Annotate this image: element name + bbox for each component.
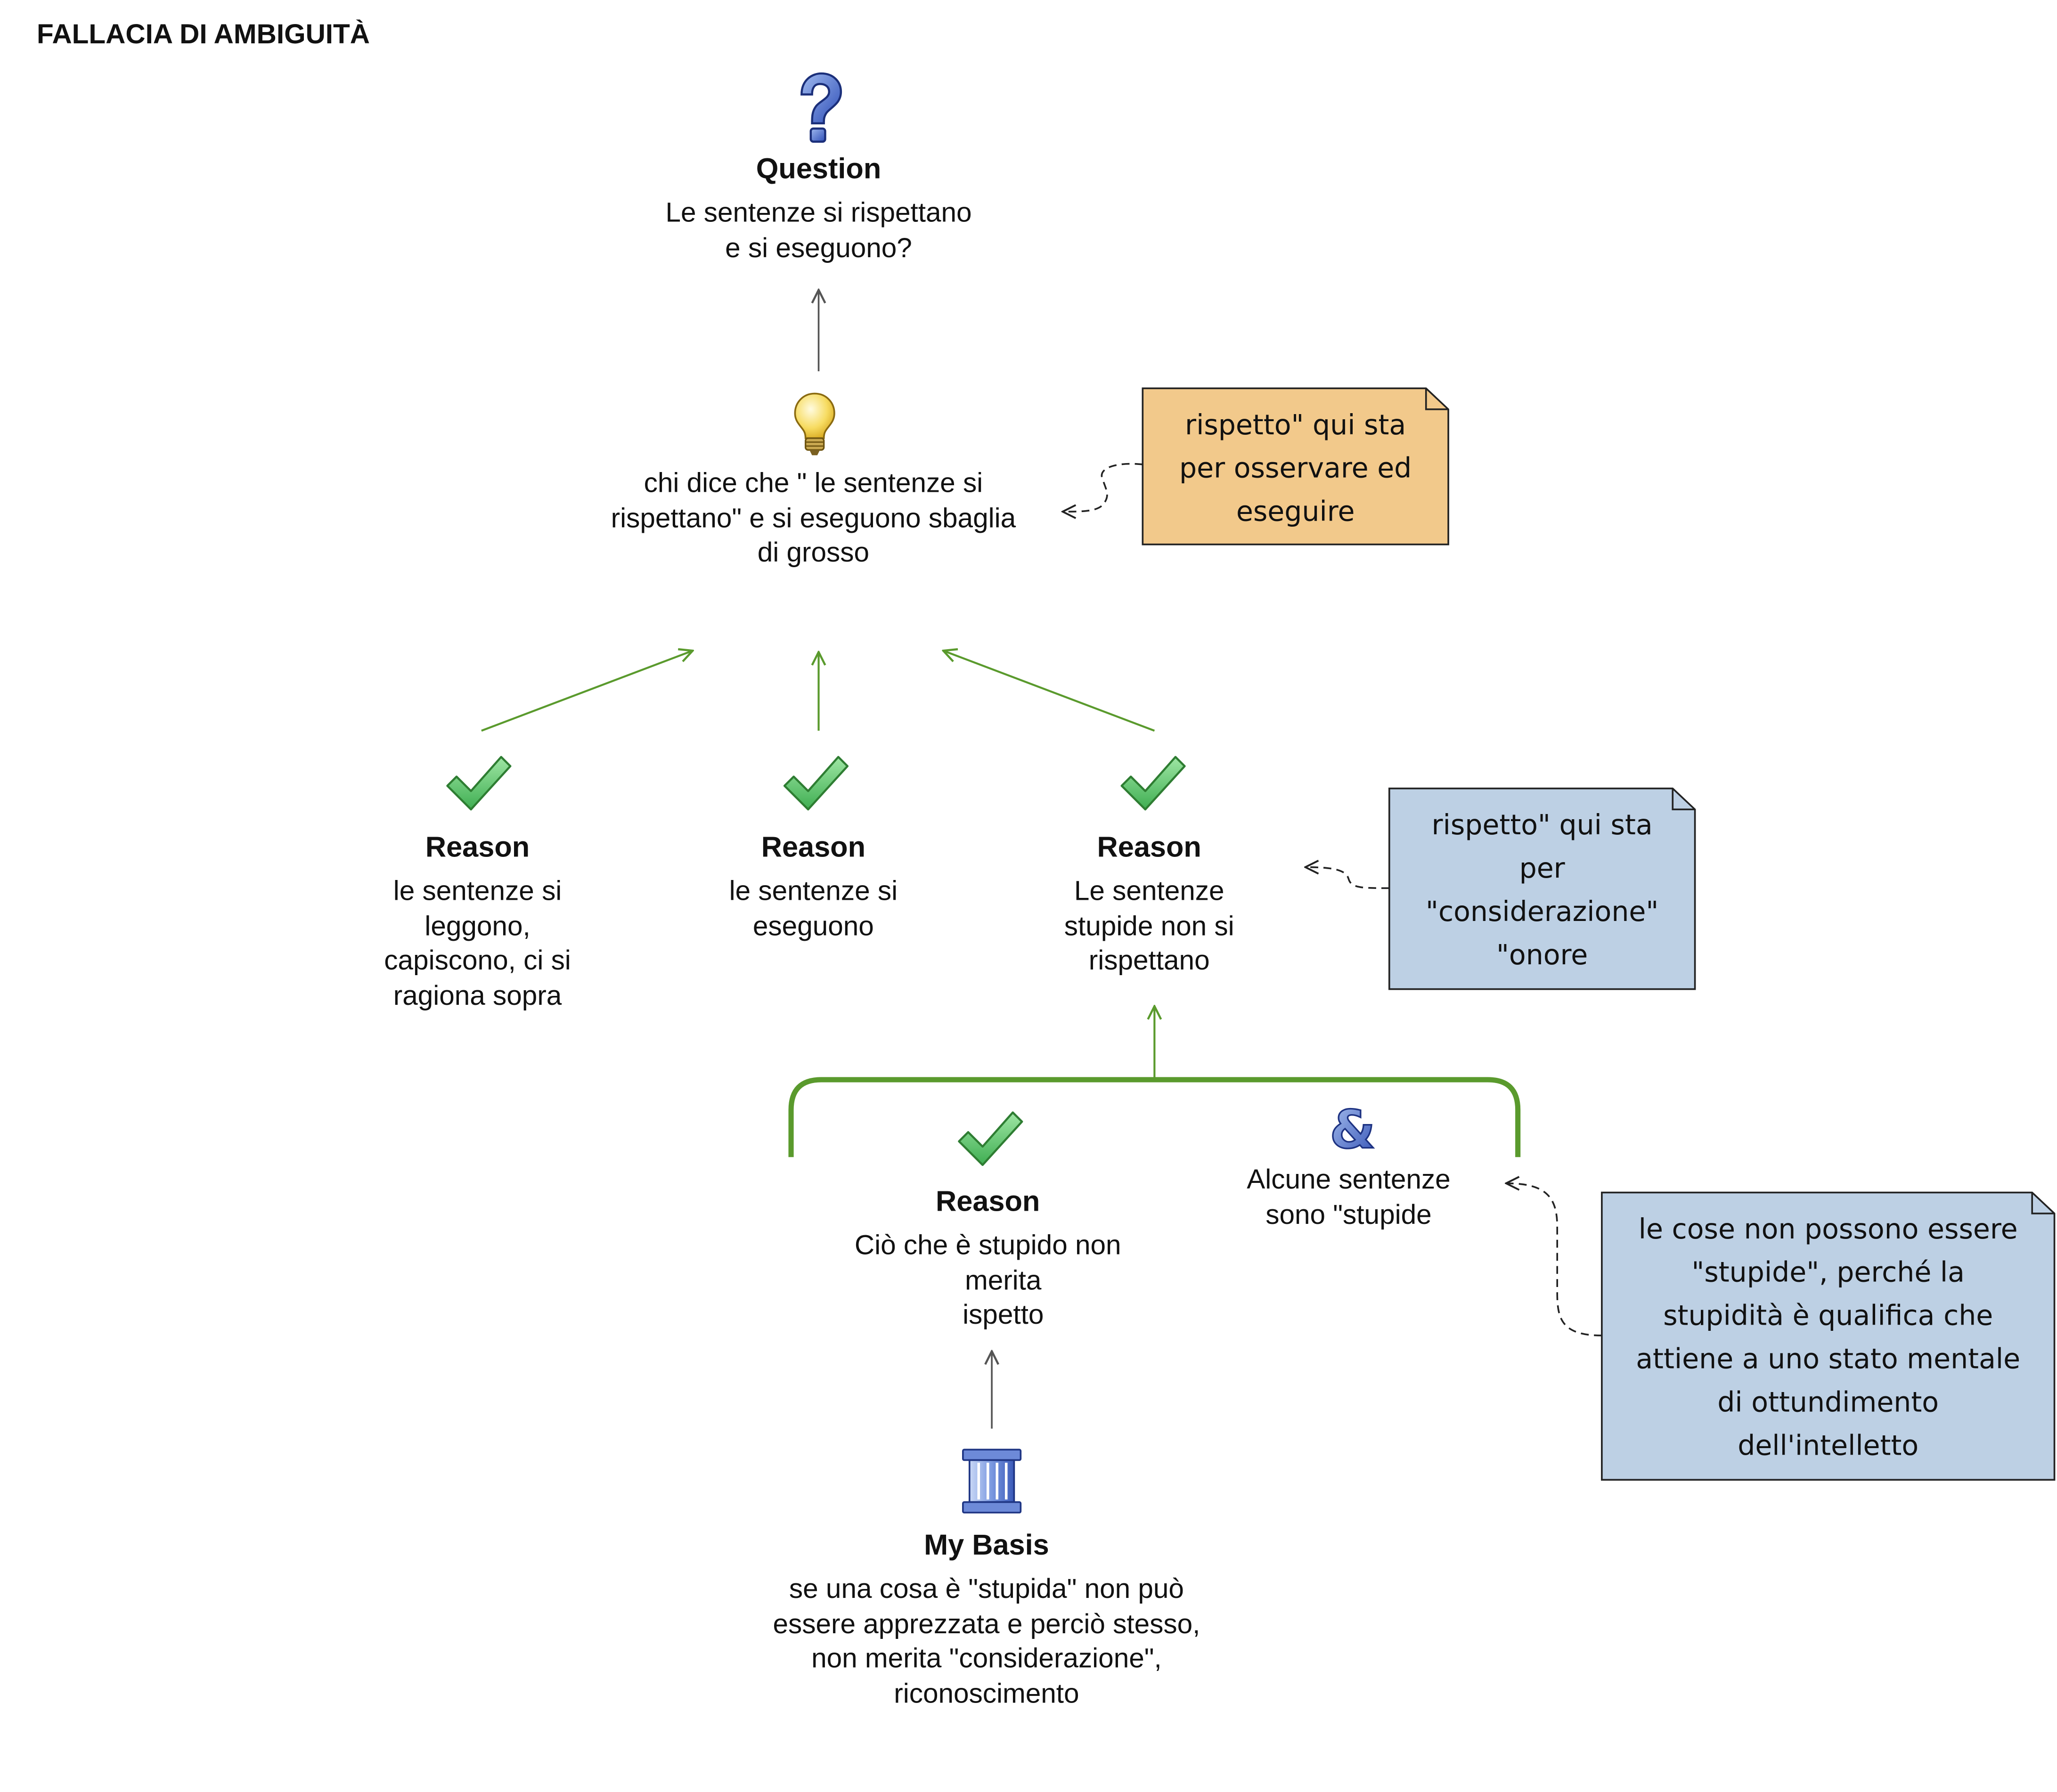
ampersand-icon: &: [1329, 1102, 1376, 1154]
sub-reason-text: Ciò che è stupido non merita ispetto: [854, 1230, 1121, 1331]
note-3-text: le cose non possono essere "stupide", pe…: [1636, 1213, 2021, 1462]
note-2[interactable]: rispetto" qui sta per "considerazione" "…: [1388, 787, 1696, 991]
note-1[interactable]: rispetto" qui sta per osservare ed esegu…: [1142, 387, 1450, 546]
svg-text:&: &: [1330, 1102, 1375, 1154]
pillar-icon: [962, 1449, 1022, 1514]
note-shape: [1142, 387, 1449, 546]
basis-label: My Basis: [924, 1528, 1049, 1561]
note-3[interactable]: le cose non possono essere "stupide", pe…: [1600, 1191, 2056, 1481]
co-premise-text: Alcune sentenze sono "stupide: [1247, 1165, 1451, 1230]
reason-2-label: Reason: [761, 830, 866, 863]
sub-reason-label: Reason: [936, 1184, 1040, 1218]
reason-2-text: le sentenze si eseguono: [729, 876, 898, 942]
note-2-text: rispetto" qui sta per "considerazione" "…: [1426, 809, 1659, 971]
question-label: Question: [756, 152, 882, 185]
basis-text: se una cosa è "stupida" non può essere a…: [773, 1574, 1200, 1709]
arrow-reason-3-to-contention: [943, 651, 1155, 732]
note-shape: [1601, 1191, 2056, 1481]
checkmark-icon: [446, 756, 512, 811]
arrow-reason-1-to-contention: [481, 651, 693, 732]
diagram-title: FALLACIA DI AMBIGUITÀ: [36, 19, 370, 50]
note-2-connector: [1306, 867, 1389, 889]
reason-3-text: Le sentenze stupide non si rispettano: [1064, 876, 1234, 977]
contention-text: chi dice che " le sentenze si rispettano…: [611, 468, 1016, 569]
lightbulb-icon: [794, 392, 835, 456]
note-shape: [1388, 787, 1696, 990]
checkmark-icon: [1120, 756, 1186, 811]
note-1-text: rispetto" qui sta per osservare ed esegu…: [1179, 409, 1412, 528]
question-mark-icon: [800, 72, 842, 143]
reason-3-label: Reason: [1097, 830, 1201, 863]
co-premise-bracket: [788, 1077, 1521, 1157]
checkmark-icon: [958, 1111, 1023, 1166]
question-text: Le sentenze si rispettano e si eseguono?: [665, 198, 972, 263]
note-3-connector: [1506, 1183, 1602, 1336]
note-1-connector: [1062, 463, 1143, 512]
reason-1-label: Reason: [425, 830, 530, 863]
checkmark-icon: [783, 756, 849, 811]
reason-1-text: le sentenze si leggono, capiscono, ci si…: [384, 876, 571, 1011]
